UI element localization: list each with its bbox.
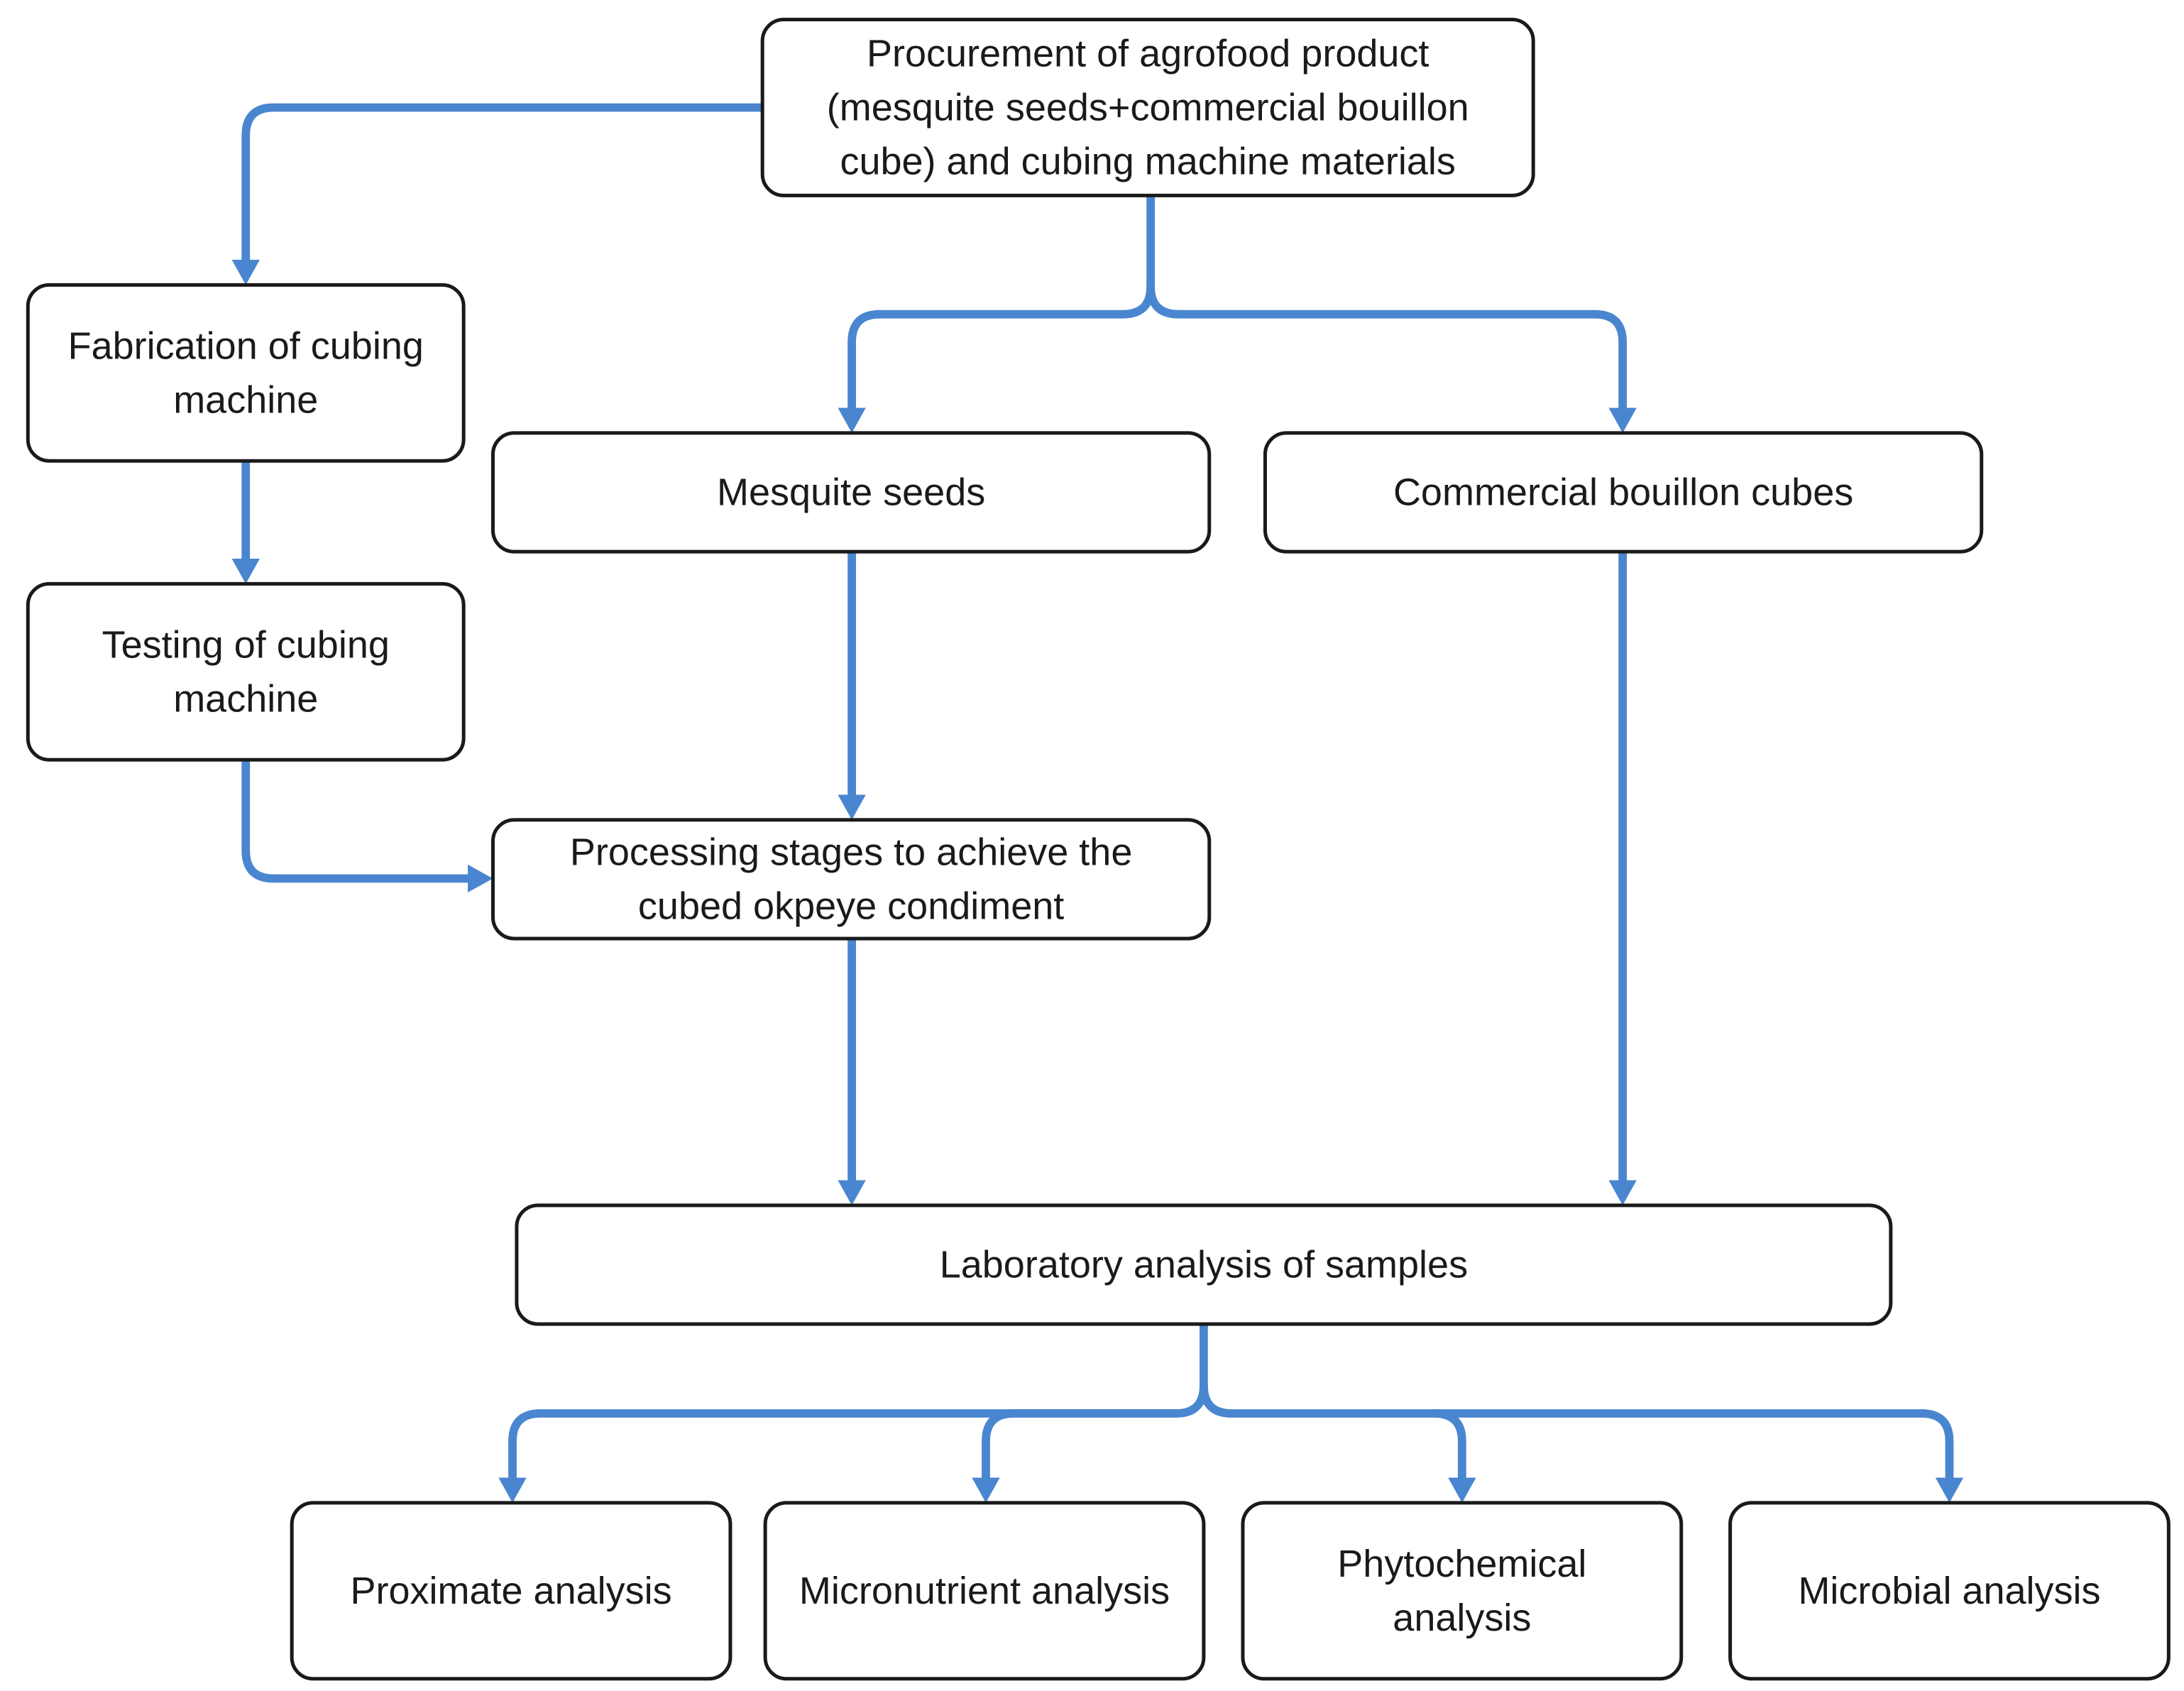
box-testing-label-line: Testing of cubing: [102, 623, 390, 666]
box-laboratory-label-line: Laboratory analysis of samples: [940, 1243, 1468, 1286]
box-phytochemical: Phytochemical analysis: [1241, 1501, 1684, 1681]
box-processing-label-line: cubed okpeye condiment: [638, 885, 1064, 927]
arrowhead-icon: [498, 1477, 527, 1503]
box-mesquite-frame: [490, 431, 1212, 554]
box-proximate-frame: [290, 1501, 732, 1681]
arrowhead-icon: [838, 794, 866, 820]
box-testing-frame: [26, 581, 466, 762]
box-micronutrient: Micronutrient analysis: [763, 1501, 1206, 1681]
box-testing: Testing of cubing machine: [26, 581, 466, 762]
connector-line: [982, 1409, 1180, 1488]
box-proximate-label-line: Proximate analysis: [350, 1570, 671, 1612]
connector-line: [1430, 1409, 1954, 1488]
box-procurement-frame: [760, 18, 1535, 197]
box-fabrication-label-line: Fabrication of cubing: [68, 324, 424, 367]
box-fabrication: Fabrication of cubing machine: [26, 283, 466, 463]
arrowhead-icon: [838, 407, 866, 433]
arrowhead-icon: [231, 259, 260, 285]
box-procurement-label-line: Procurement of agrofood product: [867, 32, 1429, 75]
connector-line: [1199, 1381, 1466, 1488]
box-microbial-frame: [1728, 1501, 2171, 1681]
arrowhead-icon: [838, 1180, 866, 1205]
box-bouillon-frame: [1263, 431, 1984, 554]
connector-line: [508, 1320, 1208, 1488]
box-bouillon-label-line: Commercial bouillon cubes: [1393, 471, 1853, 514]
box-bouillon: Commercial bouillon cubes: [1263, 431, 1984, 554]
box-processing-frame: [490, 818, 1212, 941]
box-laboratory: Laboratory analysis of samples: [515, 1203, 1893, 1326]
connector-line: [241, 103, 767, 270]
box-fabrication-frame: [26, 283, 466, 463]
box-fabrication-label-line: machine: [173, 378, 318, 421]
connector-line: [241, 757, 478, 883]
arrowhead-icon: [972, 1477, 1000, 1503]
box-proximate: Proximate analysis: [290, 1501, 732, 1681]
box-phytochemical-label-line: Phytochemical: [1337, 1543, 1586, 1585]
box-mesquite: Mesquite seeds: [490, 431, 1212, 554]
arrowhead-icon: [1608, 1180, 1637, 1205]
box-testing-label-line: machine: [173, 677, 318, 720]
box-processing: Processing stages to achieve the cubed ok…: [490, 818, 1212, 941]
arrowhead-icon: [1448, 1477, 1476, 1503]
boxes-layer: Procurement of agrofood product (mesquite…: [26, 18, 2171, 1681]
box-processing-label-line: Processing stages to achieve the: [570, 831, 1132, 873]
box-mesquite-label-line: Mesquite seeds: [717, 471, 985, 514]
arrowhead-icon: [231, 558, 260, 584]
box-procurement-label-line: (mesquite seeds+commercial bouillon: [827, 86, 1469, 128]
box-microbial: Microbial analysis: [1728, 1501, 2171, 1681]
box-procurement-label-line: cube) and cubing machine materials: [840, 140, 1455, 182]
box-procurement: Procurement of agrofood product (mesquite…: [760, 18, 1535, 197]
arrowhead-icon: [468, 864, 493, 893]
box-phytochemical-frame: [1241, 1501, 1684, 1681]
box-microbial-label-line: Microbial analysis: [1798, 1570, 2100, 1612]
box-micronutrient-frame: [763, 1501, 1206, 1681]
arrowhead-icon: [1608, 407, 1637, 433]
arrowhead-icon: [1935, 1477, 1964, 1503]
box-laboratory-frame: [515, 1203, 1893, 1326]
box-micronutrient-label-line: Micronutrient analysis: [799, 1570, 1170, 1612]
connectors-layer: [231, 103, 1964, 1503]
connector-line: [1146, 282, 1628, 418]
connector-line: [847, 192, 1156, 418]
box-phytochemical-label-line: analysis: [1393, 1597, 1531, 1639]
